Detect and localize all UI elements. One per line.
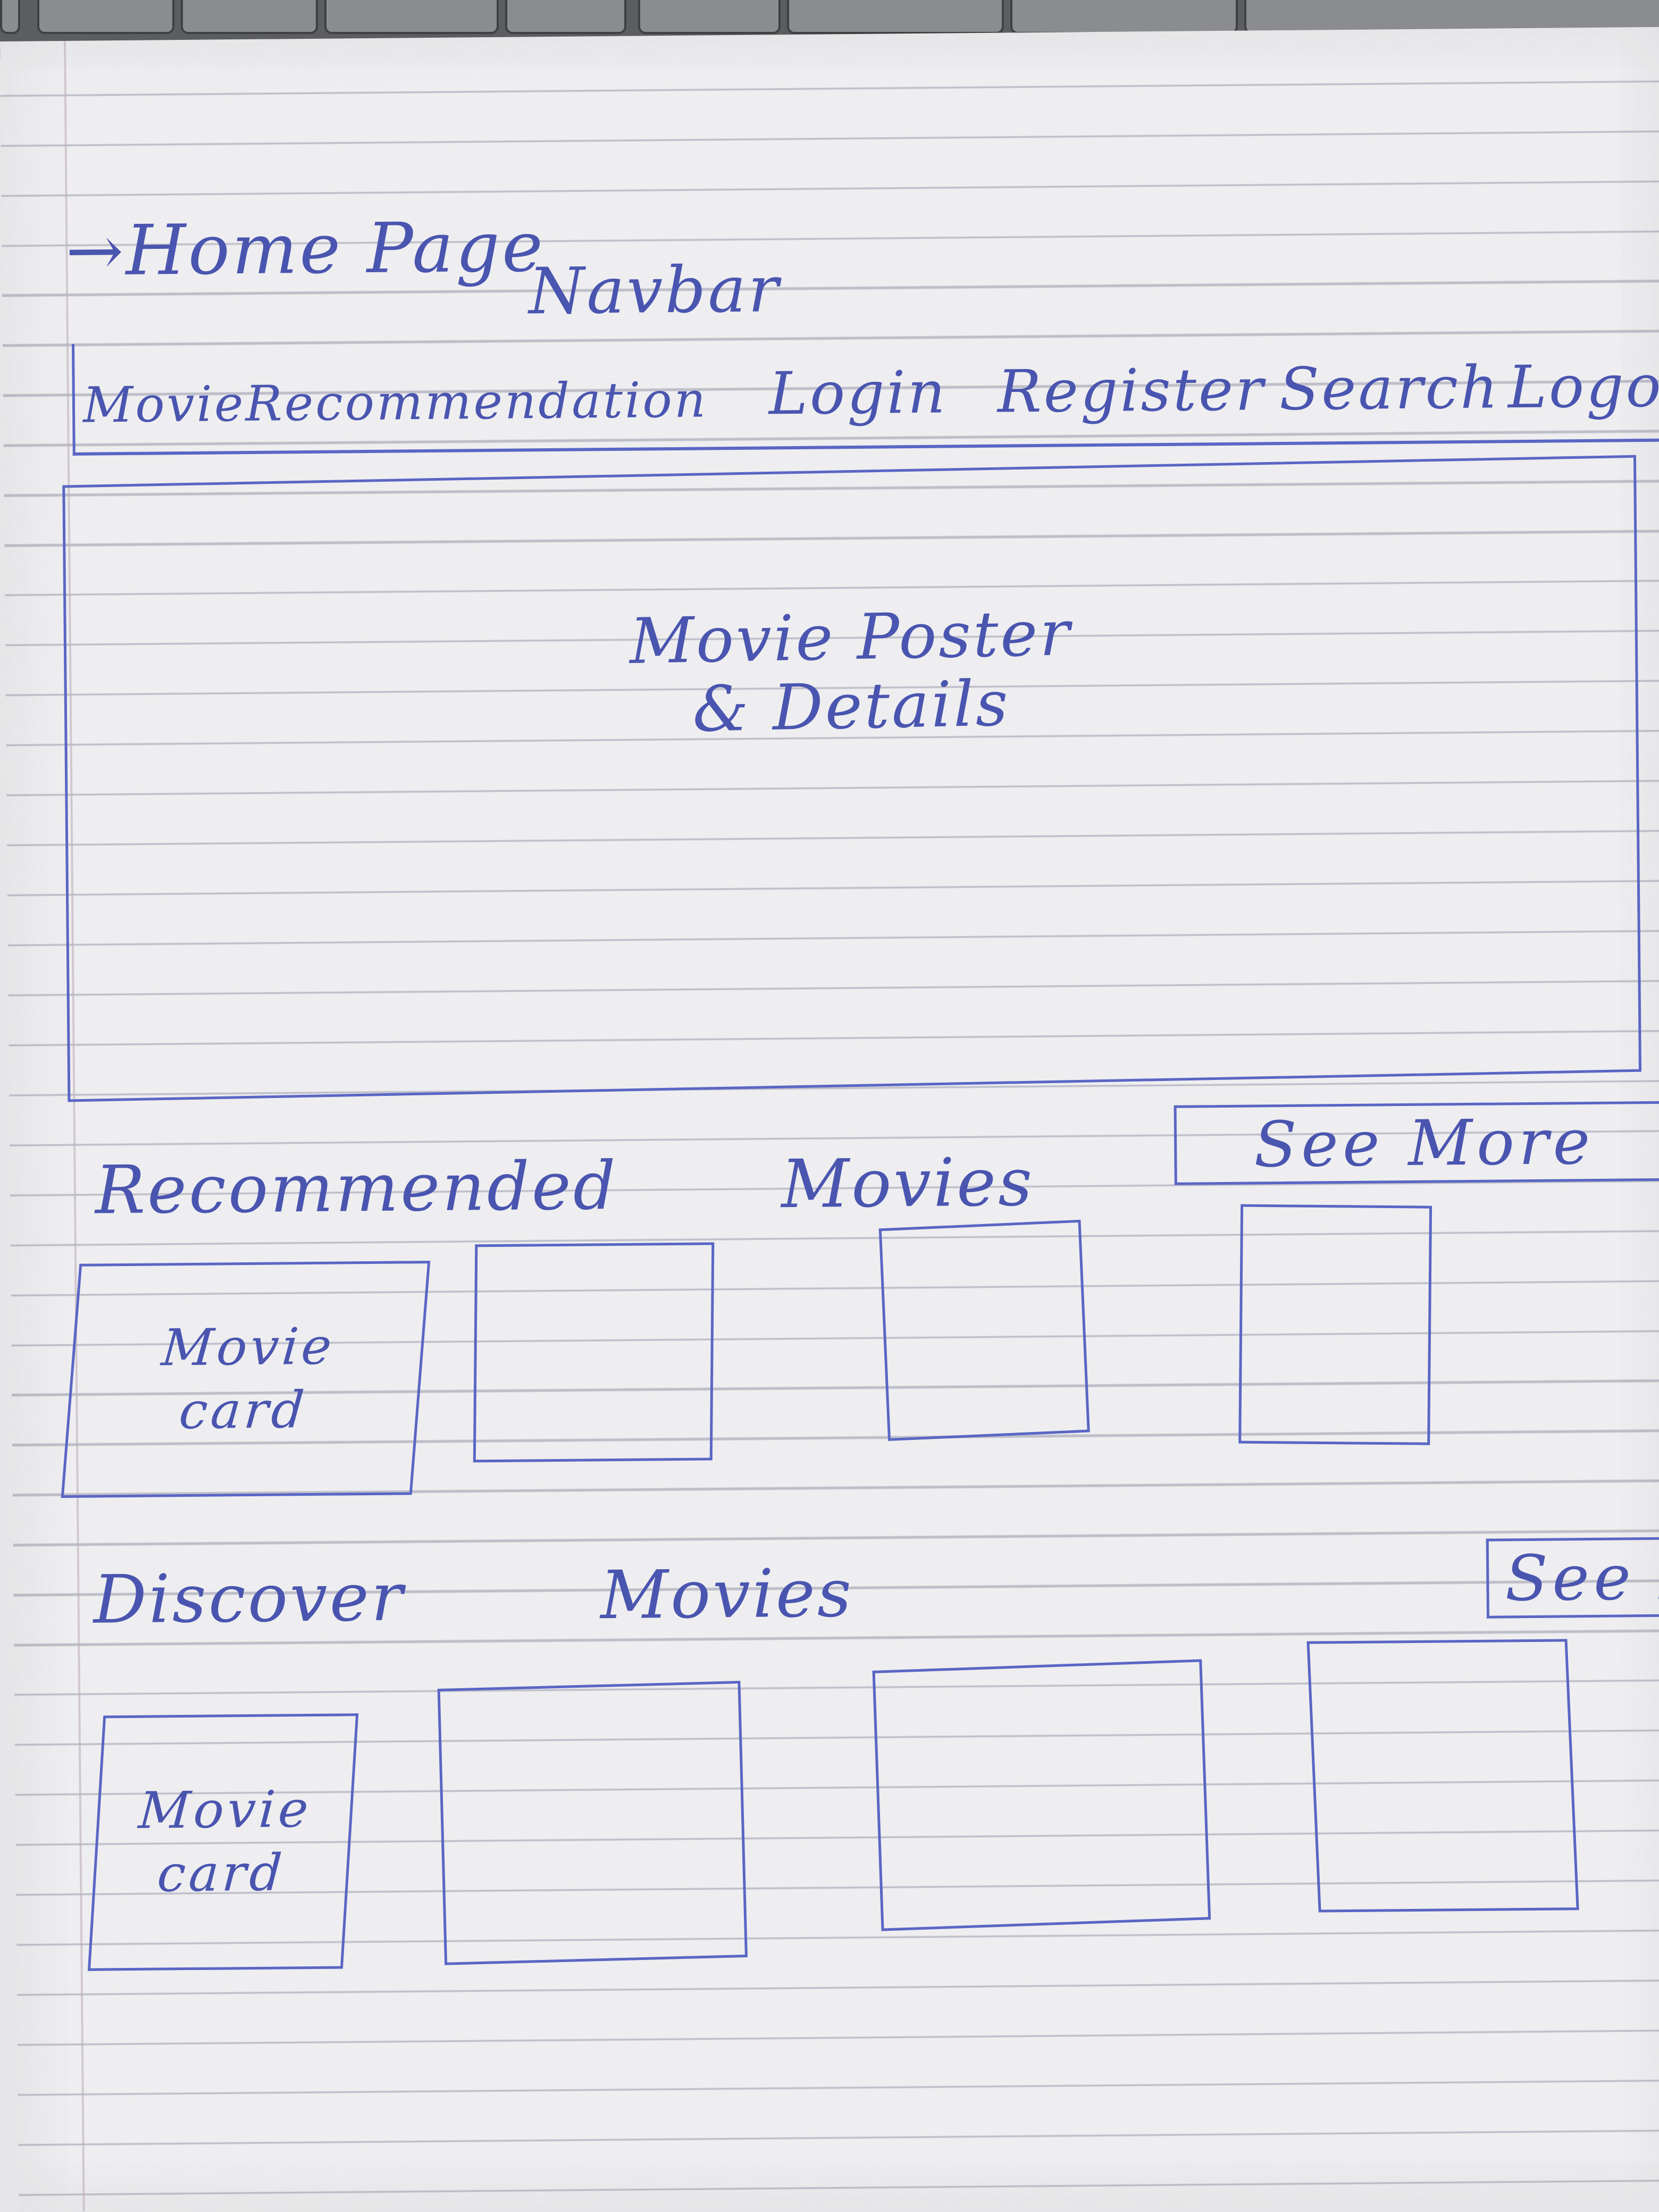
movie-card[interactable] <box>437 1681 748 1965</box>
section-title-recommended: Recommended Movies <box>95 1144 1035 1229</box>
movie-card[interactable] <box>473 1242 715 1463</box>
section-title-word: Movies <box>781 1144 1035 1224</box>
keyboard-key <box>1010 0 1238 34</box>
navbar-brand[interactable]: MovieRecommendation <box>82 371 708 434</box>
nav-link-register[interactable]: Register <box>997 355 1266 426</box>
notebook-page: →Home Page Navbar MovieRecommendation Lo… <box>0 27 1659 2212</box>
section-title-word: Discover <box>93 1559 406 1639</box>
title-gap <box>641 1208 758 1209</box>
nav-link-login[interactable]: Login <box>768 358 948 428</box>
page-title: →Home Page <box>65 206 546 291</box>
keyboard-key <box>324 0 499 34</box>
keyboard-key <box>638 0 781 34</box>
title-gap <box>429 1619 577 1620</box>
movie-card[interactable] <box>872 1659 1211 1931</box>
navbar-annotation: Navbar <box>528 253 781 329</box>
nav-link-search[interactable]: Search <box>1279 353 1501 424</box>
keyboard-key <box>787 0 1004 34</box>
hero-movie-poster[interactable]: Movie Poster & Details <box>62 455 1642 1102</box>
see-more-label: See More <box>1253 1104 1595 1182</box>
movie-card[interactable] <box>1306 1639 1579 1913</box>
keyboard-key <box>505 0 626 34</box>
section-title-word: Recommended <box>95 1147 618 1229</box>
see-more-button-recommended[interactable]: See More <box>1174 1101 1659 1185</box>
keyboard-key <box>181 0 318 34</box>
movie-card[interactable] <box>878 1219 1090 1442</box>
section-title-word: Movies <box>600 1555 854 1635</box>
see-more-button-discover[interactable]: See M <box>1486 1537 1659 1619</box>
nav-link-logout[interactable]: Logou <box>1507 351 1659 422</box>
keyboard-key <box>0 0 20 34</box>
see-more-label: See M <box>1504 1540 1659 1615</box>
keyboard-key <box>37 0 174 34</box>
movie-card[interactable] <box>1238 1204 1432 1445</box>
section-title-discover: Discover Movies <box>93 1555 854 1638</box>
